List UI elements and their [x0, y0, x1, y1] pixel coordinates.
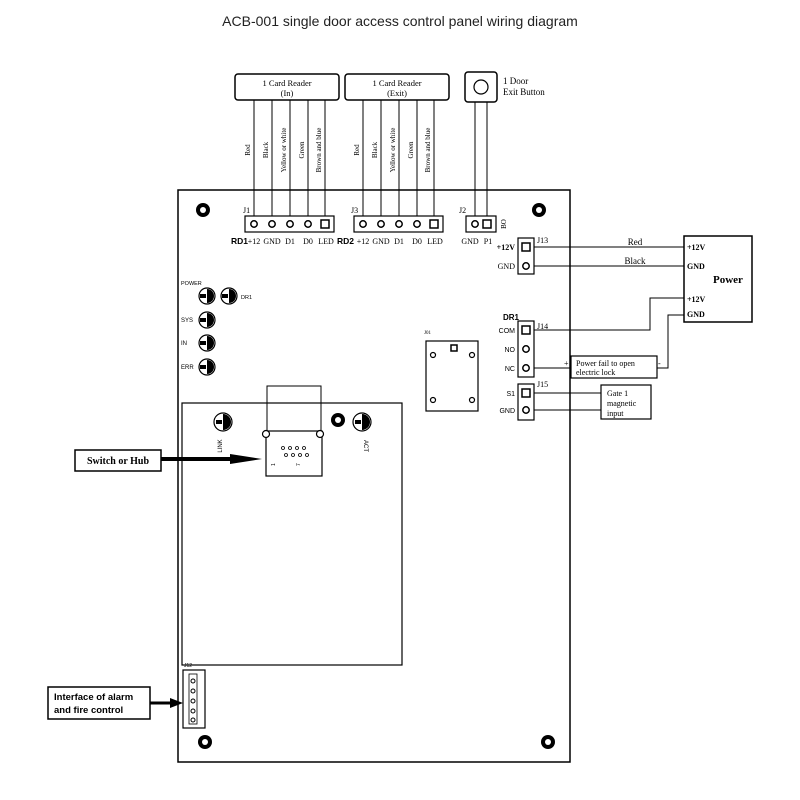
exit-button-line2: Exit Button — [503, 87, 545, 97]
power-title: Power — [713, 274, 743, 286]
connector-j13: J13 +12V GND — [497, 236, 548, 275]
card-reader-exit: 1 Card Reader (Exit) — [344, 73, 450, 101]
j12-label: J12 — [184, 663, 192, 669]
pin-label: GND — [498, 262, 516, 271]
wire-label-brown: Brown and blue — [315, 128, 323, 173]
power-pin-label: GND — [687, 262, 705, 271]
pin-label: GND — [461, 237, 479, 246]
connector-j1: J1 RD1 +12 GND D1 D0 LED — [231, 206, 335, 246]
j1-label: J1 — [243, 206, 250, 215]
exit-button-line1: 1 Door — [503, 76, 528, 86]
card-reader-in: 1 Card Reader (In) — [234, 73, 340, 101]
led-label-power: POWER — [181, 281, 202, 287]
diagram-title: ACB-001 single door access control panel… — [222, 13, 578, 29]
wire-label-yellow: Yellow or white — [389, 128, 397, 173]
wire-label-green: Green — [298, 141, 306, 159]
j13-label: J13 — [537, 236, 548, 245]
wire-label-green: Green — [407, 141, 415, 159]
pin-label: +12 — [248, 237, 261, 246]
pin-label: NC — [505, 366, 515, 373]
wire-label-red: Red — [353, 144, 361, 156]
rd1-label: RD1 — [231, 236, 248, 246]
pin-label: GND — [499, 408, 515, 415]
power-supply: +12V GND Power +12V GND — [683, 235, 753, 323]
status-leds: POWER DR1 SYS IN ERR — [181, 281, 252, 376]
j14-label: J14 — [537, 322, 548, 331]
switch-or-hub: Switch or Hub — [74, 449, 262, 472]
rd2-label: RD2 — [337, 236, 354, 246]
j01-label: J01 — [424, 331, 431, 336]
connector-j15: J15 S1 GND — [499, 380, 548, 421]
connector-j3: J3 RD2 +12 GND D1 D0 LED — [337, 206, 444, 246]
alarm-line1: Interface of alarm — [54, 692, 133, 703]
electric-lock: Power fail to open electric lock + - — [564, 355, 661, 379]
gate-line1: Gate 1 — [607, 389, 628, 398]
connector-j14: DR1 J14 COM NO NC — [499, 313, 548, 378]
led-label-act: ACT — [362, 440, 368, 452]
power-wires — [534, 246, 684, 369]
lock-plus: + — [564, 359, 569, 368]
red-wire-label: Red — [628, 237, 643, 247]
reader-in-line2: (In) — [281, 88, 294, 98]
wire-label-black: Black — [371, 141, 379, 158]
pin-label: D0 — [303, 237, 313, 246]
reader-in-line1: 1 Card Reader — [262, 78, 311, 88]
pin-label: COM — [499, 328, 516, 335]
led-label-sys: SYS — [181, 318, 193, 324]
led-label-err: ERR — [181, 365, 194, 371]
pin-label: S1 — [506, 391, 515, 398]
j2-side-label: BO — [500, 219, 508, 229]
exit-button: 1 Door Exit Button — [464, 71, 545, 223]
gate-line2: magnetic — [607, 399, 637, 408]
power-pin-label: GND — [687, 310, 705, 319]
rj45-pin-first: 1 — [271, 463, 277, 466]
wire-label-black: Black — [262, 141, 270, 158]
dr1-label: DR1 — [503, 313, 520, 322]
pin-label: D1 — [285, 237, 295, 246]
black-wire-label: Black — [625, 256, 646, 266]
relay-j01: J01 — [424, 331, 479, 412]
pin-label: GND — [263, 237, 281, 246]
pin-label: +12 — [357, 237, 370, 246]
power-pin-label: +12V — [687, 243, 706, 252]
reader-exit-wires — [362, 100, 435, 223]
switch-label: Switch or Hub — [87, 456, 149, 467]
connector-j12: J12 — [182, 663, 206, 729]
j15-label: J15 — [537, 380, 548, 389]
pin-label: P1 — [484, 237, 492, 246]
alarm-line2: and fire control — [54, 705, 123, 716]
pin-label: LED — [427, 237, 443, 246]
reader-in-wires — [253, 100, 326, 223]
wire-label-yellow: Yellow or white — [280, 128, 288, 173]
wire-label-brown: Brown and blue — [424, 128, 432, 173]
pin-label: D0 — [412, 237, 422, 246]
reader-exit-line1: 1 Card Reader — [372, 78, 421, 88]
led-label-dr1: DR1 — [241, 295, 252, 301]
rj45-port: 1 7 — [261, 385, 325, 477]
led-label-link: LINK — [218, 439, 224, 452]
connector-j2: J2 BO GND P1 — [459, 206, 508, 246]
lock-line1: Power fail to open — [576, 359, 635, 368]
rj45-pin-last: 7 — [296, 463, 302, 466]
lock-minus: - — [658, 359, 661, 368]
wire-label-red: Red — [244, 144, 252, 156]
pin-label: GND — [372, 237, 390, 246]
lock-line2: electric lock — [576, 368, 615, 377]
gate-line3: input — [607, 409, 624, 418]
led-label-in: IN — [181, 341, 187, 347]
alarm-interface: Interface of alarm and fire control — [47, 686, 183, 720]
j3-label: J3 — [351, 206, 358, 215]
pin-label: D1 — [394, 237, 404, 246]
pin-label: +12V — [497, 243, 516, 252]
gate-sensor: Gate 1 magnetic input — [534, 384, 652, 420]
reader-exit-line2: (Exit) — [387, 88, 407, 98]
pin-label: NO — [505, 347, 516, 354]
j2-label: J2 — [459, 206, 466, 215]
pin-label: LED — [318, 237, 334, 246]
power-pin-label: +12V — [687, 295, 706, 304]
